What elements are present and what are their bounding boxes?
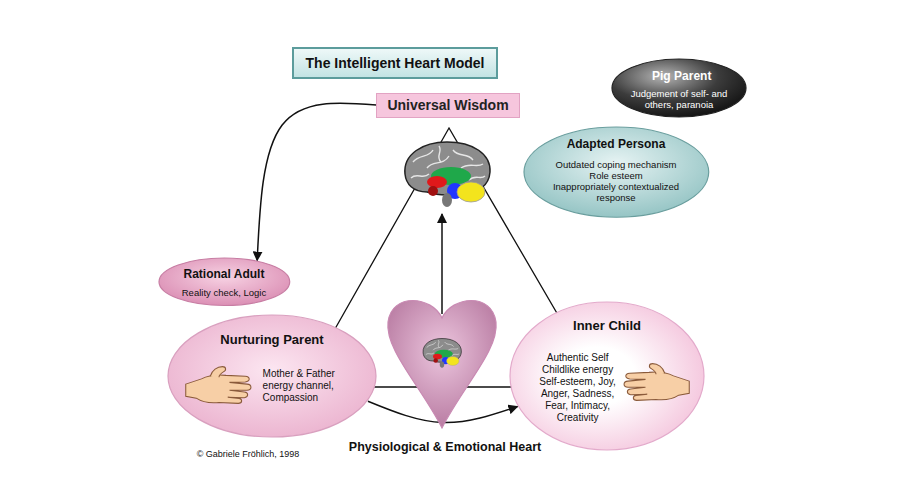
text-block: Nurturing Parent [192,331,352,346]
text-block: Inner Child [532,318,682,333]
label-text: © Gabriele Fröhlich, 1998 [195,449,302,459]
ellipse-fill [168,315,376,437]
ellipse-fill [524,127,709,217]
pig-parent-ellipse: Pig ParentJudgement of self- and others,… [611,58,747,118]
rational-adult-ellipse: Rational AdultReality check, Logic [158,257,291,306]
nurturing-parent-ellipse: Nurturing ParentMother & Father energy c… [167,314,377,438]
diagram-title: The Intelligent Heart Model [306,55,485,71]
small-brain-illustration [423,339,461,368]
hand-illustration [621,361,691,403]
brain-illustration [405,142,490,207]
text-block: Universal Wisdom [387,97,508,114]
ellipse-fill [159,258,290,305]
copyright-note: © Gabriele Fröhlich, 1998 [195,443,302,461]
text-block: Adapted Persona [551,137,681,151]
node-text: Mother & Father energy channel, Compassi… [263,368,349,404]
heart-caption: Physiological & Emotional Heart [347,437,543,455]
text-block: Mother & Father energy channel, Compassi… [263,368,349,404]
label-text: Physiological & Emotional Heart [347,440,543,454]
title-box: The Intelligent Heart Model [292,47,499,79]
node-text: Judgement of self- and others, paranoia [629,88,729,110]
node-text: Outdated coping mechanism [552,159,680,170]
connector-arrow [257,103,376,260]
text-block: Rational Adult [169,267,279,281]
text-block: Authentic Self Childlike energy Self-est… [535,352,621,424]
node-text: Role esteem [552,170,680,181]
heart-illustration [388,301,496,429]
heart-to-brain-arrow [441,214,443,314]
text-block: Reality check, Logic [169,286,279,297]
ellipse-fill [510,302,704,450]
node-heading: Adapted Persona [551,137,681,151]
text-block: Judgement of self- and others, paranoia [629,88,729,110]
wisdom-box: Universal Wisdom [376,93,519,118]
node-heading: Rational Adult [169,267,279,281]
text-block: Outdated coping mechanismRole esteemInap… [552,159,680,203]
node-heading: Inner Child [532,318,682,333]
text-block: Pig Parent [627,69,737,83]
ellipse-fill [612,59,746,117]
node-text: Reality check, Logic [169,286,279,297]
ellipse-outline [158,257,291,306]
node-text: Authentic Self Childlike energy Self-est… [535,352,621,424]
node-text: Inappropriately contextualized response [552,181,680,203]
hand-illustration [184,364,254,406]
node-heading: Nurturing Parent [192,331,352,346]
inner-child-ellipse: Inner ChildAuthentic Self Childlike ener… [509,301,705,451]
adapted-persona-ellipse: Adapted PersonaOutdated coping mechanism… [523,126,710,218]
node-heading: Universal Wisdom [387,97,508,114]
node-heading: Pig Parent [627,69,737,83]
